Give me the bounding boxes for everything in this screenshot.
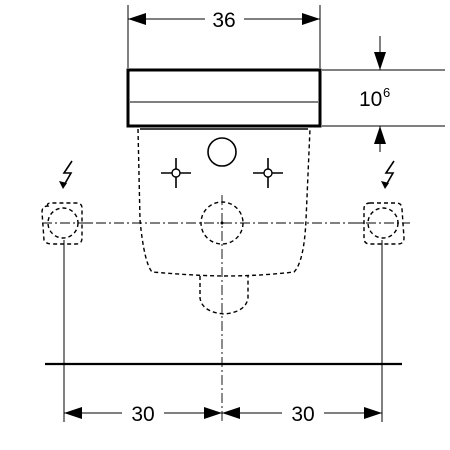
bottom-right-dimension: 30 xyxy=(222,403,382,426)
upper-hole xyxy=(207,137,237,167)
bottom-left-label: 30 xyxy=(131,403,154,426)
right-socket-box xyxy=(358,202,410,245)
electric-supply-icon xyxy=(59,160,73,189)
electric-supply-icon xyxy=(381,160,395,189)
cover-block xyxy=(126,68,322,130)
right-height-label: 10 xyxy=(359,88,382,111)
right-height-superscript: 6 xyxy=(383,85,390,100)
left-socket-box xyxy=(41,202,92,245)
fixing-point-right xyxy=(253,158,283,188)
bottom-left-dimension: 30 xyxy=(64,403,222,426)
bottom-right-label: 30 xyxy=(291,403,314,426)
wc-bowl-outline xyxy=(137,128,311,315)
top-width-dimension: 36 xyxy=(127,5,321,68)
top-width-label: 36 xyxy=(212,9,235,32)
fixing-points xyxy=(161,137,283,188)
fixing-point-left xyxy=(161,158,191,188)
right-height-dimension: 10 6 xyxy=(322,36,445,152)
